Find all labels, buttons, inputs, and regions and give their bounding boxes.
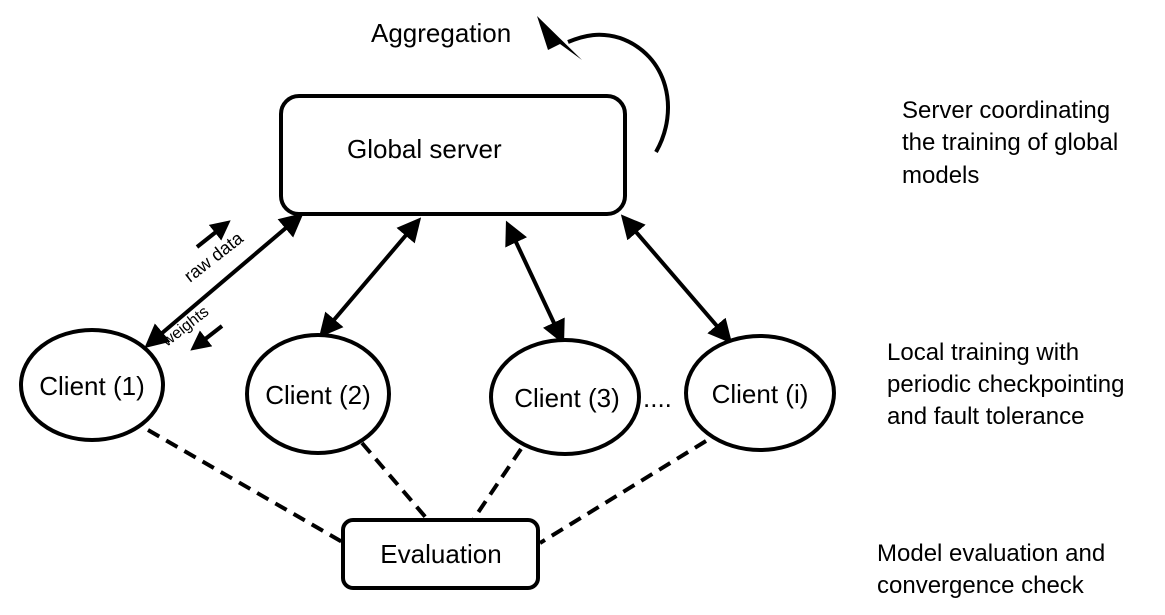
client-node-i[interactable] <box>684 334 836 452</box>
client-ellipsis: .... <box>643 383 672 413</box>
client-label-1: Client (1) <box>39 371 144 401</box>
server-client3-arrow <box>505 220 565 345</box>
client-node-1[interactable] <box>19 328 165 442</box>
client-label-3: Client (3) <box>514 383 619 413</box>
client1-eval-dashed <box>147 428 345 545</box>
server-note-line-2: the training of global <box>902 129 1118 156</box>
server-note: Server coordinating the training of glob… <box>902 97 1118 189</box>
client-node-3[interactable] <box>489 338 641 456</box>
evaluation-note-line-1: Model evaluation and <box>877 540 1105 567</box>
raw-data-arrow <box>195 220 231 249</box>
server-client1-arrow <box>144 212 304 349</box>
evaluation-note: Model evaluation and convergence check <box>877 540 1105 599</box>
aggregation-label: Aggregation <box>371 18 511 48</box>
client2-eval-dashed <box>360 441 430 522</box>
evaluation-label: Evaluation <box>380 539 501 569</box>
aggregation-arrow <box>567 32 670 153</box>
clients-note: Local training with periodic checkpointi… <box>887 339 1124 430</box>
global-server-label: Global server <box>347 134 502 164</box>
global-server-box[interactable] <box>279 94 627 216</box>
clients-note-line-1: Local training with <box>887 339 1079 366</box>
clienti-eval-dashed <box>538 439 708 545</box>
clients-note-line-3: and fault tolerance <box>887 403 1084 430</box>
aggregation-arrowhead <box>537 16 582 60</box>
weights-arrow <box>190 324 224 351</box>
clients-note-line-2: periodic checkpointing <box>887 371 1124 398</box>
server-note-line-3: models <box>902 162 979 189</box>
client-label-2: Client (2) <box>265 380 370 410</box>
server-client2-arrow <box>318 217 422 338</box>
evaluation-note-line-2: convergence check <box>877 572 1085 599</box>
client3-eval-dashed <box>471 447 523 522</box>
server-clienti-arrow <box>620 214 733 344</box>
client-node-2[interactable] <box>245 333 391 455</box>
client-label-i: Client (i) <box>712 379 809 409</box>
server-note-line-1: Server coordinating <box>902 97 1110 124</box>
evaluation-box[interactable] <box>341 518 540 590</box>
